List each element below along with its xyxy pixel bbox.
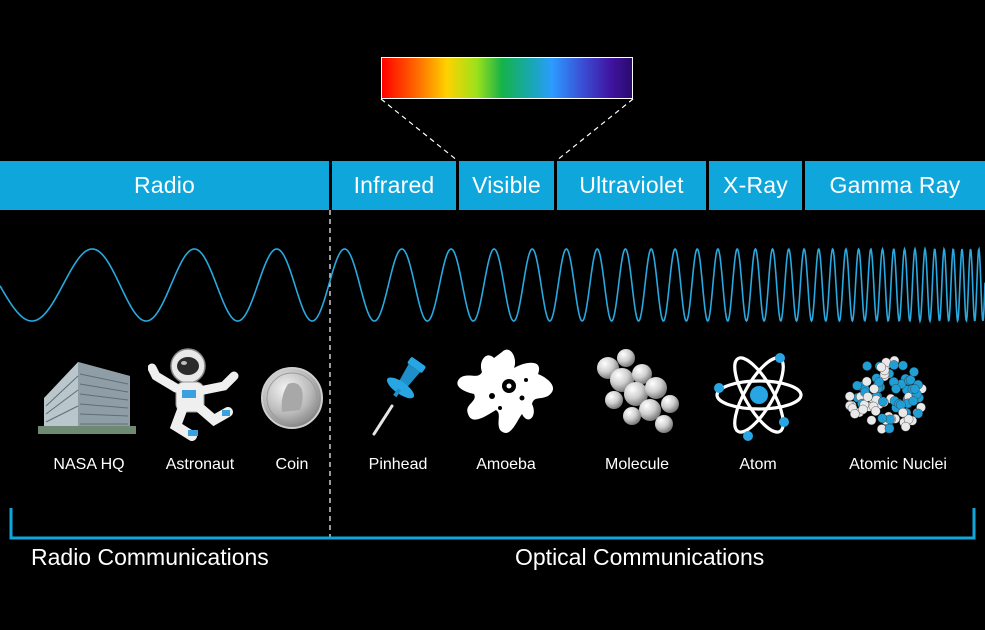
object-label-atomic-nuclei: Atomic Nuclei [849,456,947,473]
band-visible: Visible [459,161,554,210]
band-label: Infrared [353,172,435,198]
band-label: Ultraviolet [579,172,684,198]
object-label-pinhead: Pinhead [368,456,428,473]
wave-line [0,246,985,324]
band-radio: Radio [0,161,329,210]
coin-icon [261,367,323,429]
band-label: Visible [472,172,541,198]
band-infrared: Infrared [332,161,456,210]
band-ultraviolet: Ultraviolet [557,161,706,210]
object-label-astronaut: Astronaut [165,456,235,473]
radio-communications-label: Radio Communications [31,544,269,570]
atom-icon [714,353,803,441]
band-label: X-Ray [723,172,788,198]
zoom-line-right [555,98,634,162]
building-icon [38,362,136,434]
nuclei-icon [845,355,927,434]
pushpin-icon [372,357,426,436]
amoeba-icon [457,349,554,433]
band-x-ray: X-Ray [709,161,802,210]
communications-bracket [9,508,976,540]
band-gamma-ray: Gamma Ray [805,161,985,210]
zoom-line-left [380,98,459,162]
object-label-atom: Atom [739,456,777,473]
band-label: Gamma Ray [829,172,961,198]
object-label-nasa-hq: NASA HQ [53,456,125,473]
object-label-molecule: Molecule [604,456,670,473]
visible-spectrum-gradient [381,57,633,99]
optical-communications-label: Optical Communications [515,544,765,570]
astronaut-icon [148,348,239,441]
object-label-coin: Coin [275,456,309,473]
molecule-icon [597,349,679,433]
band-label: Radio [133,172,196,198]
object-label-amoeba: Amoeba [476,456,536,473]
